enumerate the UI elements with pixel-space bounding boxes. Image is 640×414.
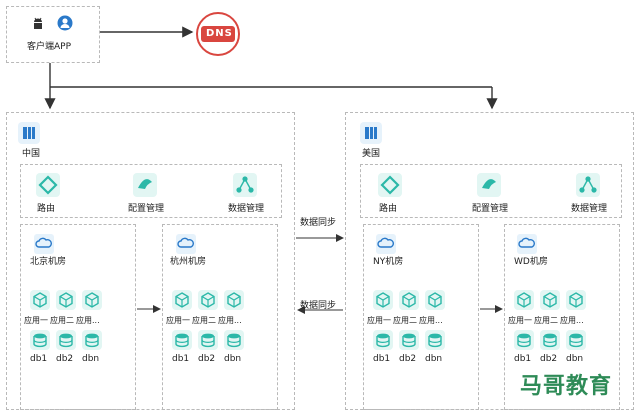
app-icon — [82, 290, 102, 310]
app-label: 应用一 — [367, 316, 391, 325]
app-icon — [56, 290, 76, 310]
app-icon — [540, 290, 560, 310]
app-icon — [566, 290, 586, 310]
app-label: 应用一 — [24, 316, 48, 325]
us-service-config: 配置管理 — [472, 204, 509, 214]
cn-service-route: 路由 — [37, 204, 56, 214]
room-hz-name: 杭州机房 — [170, 257, 207, 267]
room-wd — [504, 224, 620, 410]
app-label: 应用一 — [166, 316, 190, 325]
database-icon — [514, 330, 534, 350]
database-icon — [82, 330, 102, 350]
dns-badge: DNS — [196, 12, 240, 56]
db-label: db2 — [399, 354, 417, 364]
database-icon — [373, 330, 393, 350]
app-icon — [425, 290, 445, 310]
db-label: db1 — [30, 354, 48, 364]
app-icon — [373, 290, 393, 310]
db-label: dbn — [425, 354, 443, 364]
region-usa — [345, 112, 634, 410]
database-icon — [399, 330, 419, 350]
app-icon — [30, 290, 50, 310]
room-wd-icon — [517, 234, 537, 254]
db-label: db1 — [172, 354, 190, 364]
app-label: 应用二 — [534, 316, 558, 325]
database-icon — [30, 330, 50, 350]
cn-service-data: 数据管理 — [228, 204, 265, 214]
db-label: db2 — [198, 354, 216, 364]
router-icon — [378, 173, 402, 197]
app-label: 应用... — [419, 316, 443, 325]
us-service-route: 路由 — [379, 204, 398, 214]
app-label: 应用... — [76, 316, 100, 325]
database-icon — [224, 330, 244, 350]
db-label: dbn — [224, 354, 242, 364]
room-bj-icon — [34, 234, 54, 254]
room-ny-name: NY机房 — [373, 257, 404, 267]
db-label: db2 — [540, 354, 558, 364]
db-label: dbn — [566, 354, 584, 364]
app-icon — [224, 290, 244, 310]
db-label: db2 — [56, 354, 74, 364]
dns-icon — [196, 12, 240, 56]
database-icon — [198, 330, 218, 350]
region-us-name: 美国 — [362, 149, 381, 159]
config-icon — [477, 173, 501, 197]
sync-bottom-label: 数据同步 — [300, 301, 337, 311]
room-ny-icon — [376, 234, 396, 254]
database-icon — [566, 330, 586, 350]
database-icon — [56, 330, 76, 350]
db-label: dbn — [82, 354, 100, 364]
client-label: 客户端APP — [27, 42, 72, 52]
cn-services-box — [20, 164, 282, 218]
app-label: 应用... — [218, 316, 242, 325]
app-icon — [514, 290, 534, 310]
router-icon — [36, 173, 60, 197]
config-icon — [133, 173, 157, 197]
region-cn-icon — [18, 122, 40, 144]
client-box: 客户端APP — [6, 6, 100, 63]
sync-top-label: 数据同步 — [300, 218, 337, 228]
room-wd-name: WD机房 — [514, 257, 548, 267]
app-icon — [399, 290, 419, 310]
android-icon — [34, 17, 42, 29]
region-us-icon — [360, 122, 382, 144]
dns-label: DNS — [206, 28, 233, 39]
data-mgmt-icon — [233, 173, 257, 197]
room-hangzhou — [162, 224, 278, 410]
app-icon — [172, 290, 192, 310]
app-label: 应用二 — [192, 316, 216, 325]
app-label: 应用二 — [393, 316, 417, 325]
db-label: db1 — [373, 354, 391, 364]
watermark-logo: 马哥教育 — [520, 374, 613, 399]
room-hz-icon — [176, 234, 196, 254]
app-label: 应用二 — [50, 316, 74, 325]
data-mgmt-icon — [576, 173, 600, 197]
room-beijing — [20, 224, 136, 410]
apple-user-icon — [57, 15, 73, 31]
room-bj-name: 北京机房 — [30, 257, 67, 267]
app-label: 应用... — [560, 316, 584, 325]
us-service-data: 数据管理 — [571, 204, 608, 214]
database-icon — [425, 330, 445, 350]
database-icon — [172, 330, 192, 350]
cn-service-config: 配置管理 — [128, 204, 165, 214]
db-label: db1 — [514, 354, 532, 364]
app-label: 应用一 — [508, 316, 532, 325]
database-icon — [540, 330, 560, 350]
region-cn-name: 中国 — [22, 149, 41, 159]
app-icon — [198, 290, 218, 310]
region-china — [6, 112, 295, 410]
room-ny — [363, 224, 479, 410]
us-services-box — [360, 164, 622, 218]
